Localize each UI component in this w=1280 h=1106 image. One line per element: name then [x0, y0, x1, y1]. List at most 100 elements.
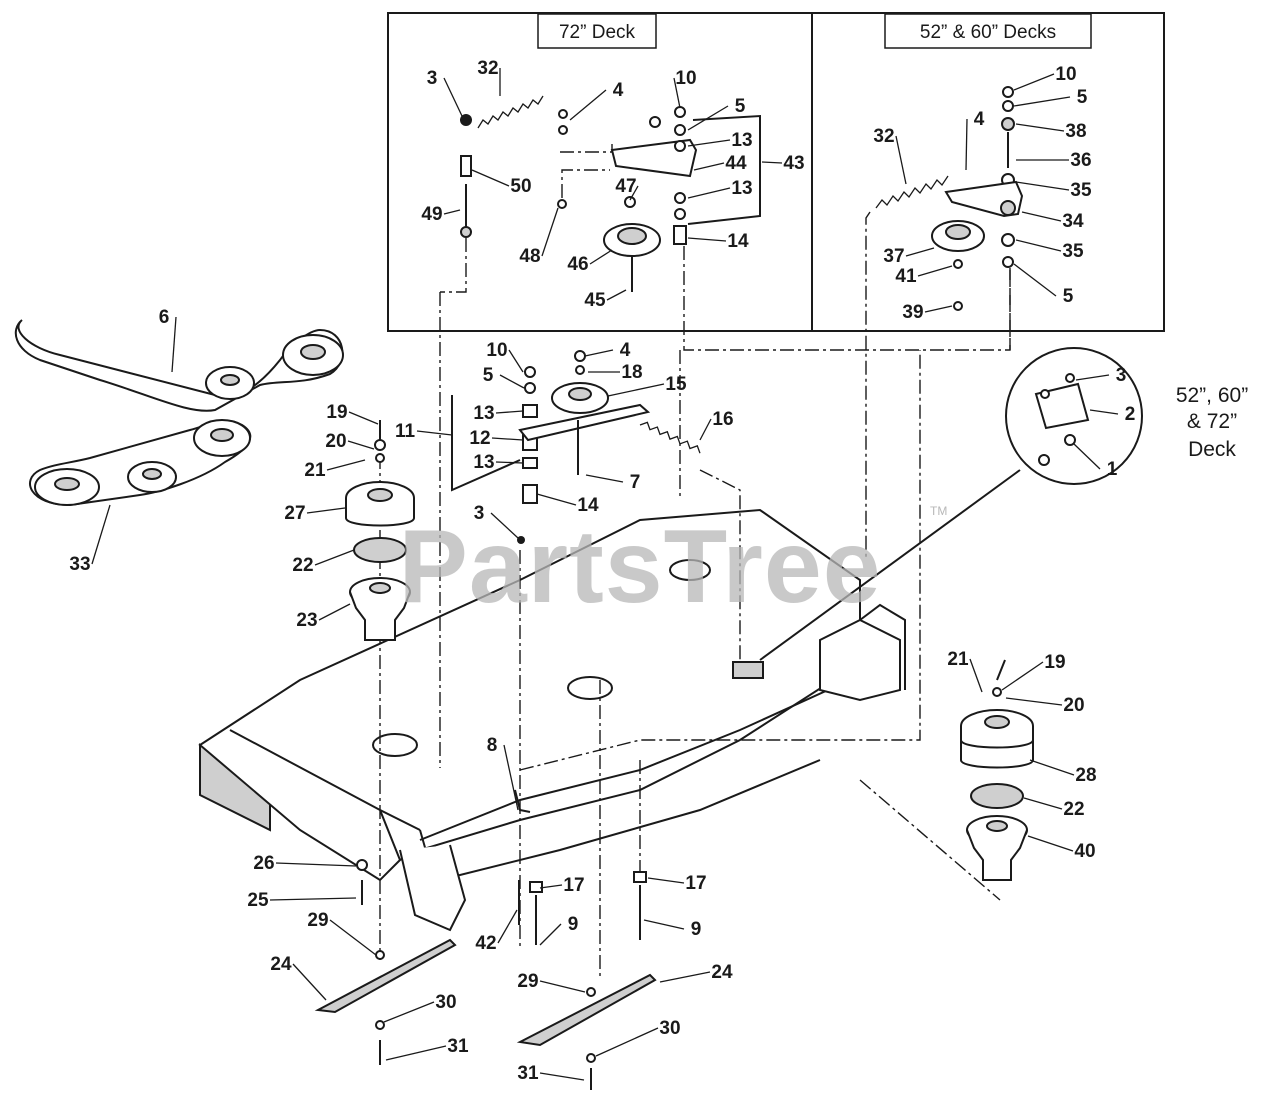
leader-line: [275, 862, 357, 867]
part-number-label: 28: [1075, 765, 1096, 786]
part-number-label: 14: [577, 495, 599, 516]
leader-line: [647, 877, 685, 884]
part-number-label: 13: [473, 452, 494, 473]
detail-callout: 52”, 60” & 72” Deck: [1005, 347, 1248, 485]
leader-line: [539, 1072, 585, 1081]
part-number-label: 49: [421, 204, 442, 225]
part-number-label: 45: [584, 290, 606, 311]
part-number-label: 6: [159, 307, 170, 328]
leader-line: [471, 169, 510, 187]
leader-line: [569, 89, 607, 121]
leader-line: [503, 744, 519, 811]
part-number-label: 25: [247, 890, 269, 911]
callout-line1: 52”, 60”: [1176, 384, 1248, 407]
part-number-label: 9: [568, 914, 579, 935]
leader-line: [643, 919, 685, 930]
part-number-label: 2: [1125, 404, 1136, 425]
leader-line: [269, 897, 357, 901]
part-number-label: 35: [1070, 180, 1092, 201]
part-number-label: 3: [474, 503, 485, 524]
center-idler: [451, 350, 701, 1090]
leader-line: [1075, 374, 1110, 381]
leader-line: [1013, 96, 1071, 107]
leader-line: [536, 493, 577, 506]
leader-line: [171, 316, 177, 373]
leader-line: [541, 207, 559, 257]
part-number-label: 13: [473, 403, 494, 424]
leader-line: [443, 77, 463, 117]
leader-line: [584, 349, 614, 357]
leader-line: [491, 437, 524, 441]
part-number-label: 32: [477, 58, 498, 79]
leader-line: [91, 504, 111, 565]
part-number-label: 14: [727, 231, 749, 252]
part-number-label: 22: [1063, 799, 1084, 820]
watermark-tm: TM: [930, 504, 947, 518]
part-number-label: 1: [1107, 459, 1118, 480]
part-number-label: 44: [725, 153, 747, 174]
leader-line: [585, 474, 624, 483]
part-number-label: 10: [486, 340, 507, 361]
leader-line: [348, 411, 379, 425]
leader-line: [607, 383, 665, 397]
part-number-label: 5: [1077, 87, 1088, 108]
leader-line: [490, 512, 519, 539]
part-number-label: 33: [69, 554, 90, 575]
leader-line: [495, 410, 524, 414]
part-number-label: 29: [307, 910, 328, 931]
belt-6: [14, 319, 344, 412]
belt-33: [29, 419, 252, 507]
leader-line: [761, 161, 783, 164]
leader-line: [318, 603, 351, 621]
leader-lines: [91, 68, 1119, 1081]
part-number-label: 18: [621, 362, 642, 383]
part-number-label: 4: [613, 80, 624, 101]
leader-line: [687, 105, 729, 131]
part-number-label: 31: [447, 1036, 469, 1057]
leader-line: [539, 884, 563, 889]
leader-line: [917, 265, 953, 277]
part-number-label: 31: [517, 1063, 539, 1084]
part-number-label: 4: [620, 340, 631, 361]
part-number-label: 17: [563, 875, 584, 896]
callout-line3: Deck: [1188, 438, 1236, 461]
leader-line: [292, 963, 327, 1001]
part-number-label: 48: [519, 246, 540, 267]
leader-line: [1015, 239, 1062, 252]
leader-line: [1073, 443, 1101, 470]
part-number-label: 34: [1062, 211, 1084, 232]
leader-line: [443, 209, 461, 215]
leader-line: [326, 459, 366, 471]
leader-line: [687, 139, 731, 147]
leader-line: [1015, 181, 1070, 191]
part-number-label: 43: [783, 153, 804, 174]
part-number-label: 8: [487, 735, 498, 756]
part-number-label: 23: [296, 610, 317, 631]
leader-line: [693, 162, 725, 171]
part-number-label: 42: [475, 933, 496, 954]
leader-line: [497, 909, 518, 944]
part-number-label: 32: [873, 126, 894, 147]
leader-line: [687, 187, 731, 199]
part-number-label: 19: [1044, 652, 1065, 673]
leader-line: [905, 247, 935, 257]
part-number-label: 20: [325, 431, 346, 452]
inset-72-deck: 72” Deck: [387, 12, 1011, 351]
part-number-label: 11: [395, 421, 416, 442]
inset-52-60-title: 52” & 60” Decks: [920, 22, 1056, 43]
part-number-label: 12: [469, 428, 490, 449]
leader-line: [595, 1027, 659, 1057]
part-number-label: 39: [902, 302, 923, 323]
watermark: PartsTree: [398, 509, 881, 625]
part-number-label: 41: [895, 266, 917, 287]
leader-line: [383, 1001, 435, 1023]
part-number-label: 30: [435, 992, 456, 1013]
leader-line: [1013, 73, 1055, 91]
inset-52-60-decks: 52” & 60” Decks: [811, 12, 1165, 560]
part-number-label: 29: [517, 971, 538, 992]
leader-line: [1029, 759, 1075, 776]
leader-line: [347, 440, 375, 450]
part-number-label: 5: [483, 365, 494, 386]
